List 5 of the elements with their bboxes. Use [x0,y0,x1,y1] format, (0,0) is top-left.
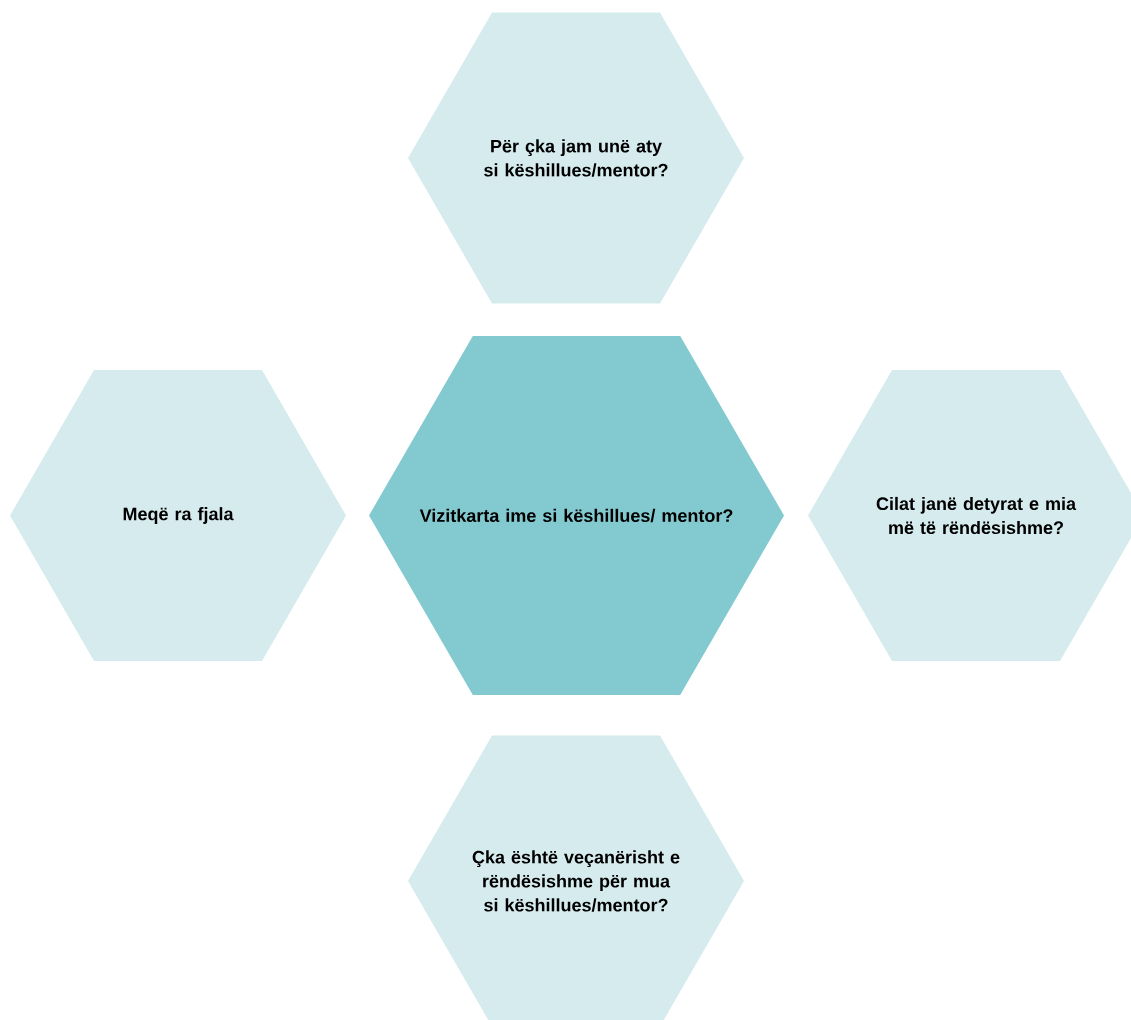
hexagon: Çka është veçanërisht e rëndësishme për mua si këshillues/mentor? [408,735,744,1020]
hexagon: Vizitkarta ime si këshillues/ mentor? [369,336,784,695]
hexagon: Për çka jam unë aty si këshillues/mentor? [408,12,744,304]
hexagon: Cilat janë detyrat e mia më të rëndësishme? [808,370,1131,661]
hexagon: Meqë ra fjala [10,370,346,661]
